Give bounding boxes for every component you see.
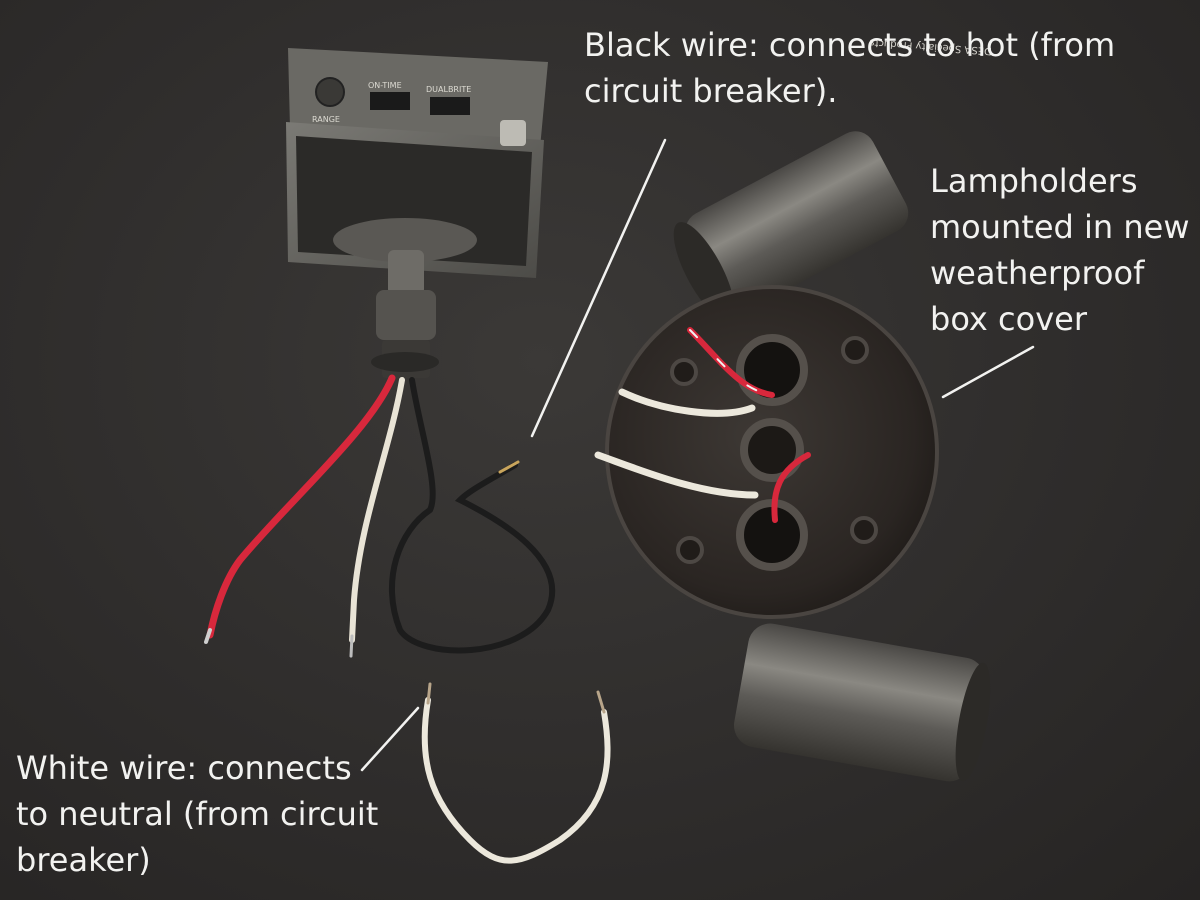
sensor-swivel: [333, 218, 477, 262]
fixture-wires: [594, 327, 811, 523]
center-plug: [740, 418, 804, 482]
red-wire-tip: [204, 628, 212, 644]
screw-tab-top-right: [841, 336, 869, 364]
fixture-red-wire-bottom: [771, 452, 811, 523]
lampholder-pointer: [941, 345, 1035, 399]
white-wire-pointer: [360, 706, 420, 772]
lower-lampholder-end: [955, 662, 991, 782]
screw-tab-bottom-left: [676, 536, 704, 564]
sensor-lens: [500, 120, 526, 146]
fixture-white-wire-bottom: [594, 451, 759, 499]
jumper-wire-body: [421, 697, 611, 864]
range-label: RANGE: [312, 115, 340, 124]
fixture-white-wire-top: [618, 388, 756, 417]
pointer-lines: [360, 138, 1035, 772]
black-wire-caption: Black wire: connects to hot (from circui…: [584, 26, 1116, 110]
screw-tab-bottom-right: [850, 516, 878, 544]
dualbrite-switch: [430, 97, 470, 115]
jumper-tip-left: [426, 682, 432, 705]
mount-nut: [376, 290, 436, 340]
jumper-tip-right: [596, 690, 606, 714]
black-wire: [389, 377, 556, 654]
lampholders-caption: Lampholders mounted in new weatherproof …: [930, 162, 1190, 338]
sensor-white-wire-tip: [349, 634, 354, 658]
black-wire-tip: [498, 460, 520, 474]
locknut: [371, 352, 439, 372]
sensor-white-wire: [349, 377, 405, 643]
sensor-top-panel: [288, 48, 548, 148]
lower-lampholder: [734, 623, 991, 782]
on-time-label: ON-TIME: [368, 81, 402, 90]
white-jumper-wire: [421, 682, 611, 864]
white-wire-caption: White wire: connects to neutral (from ci…: [16, 749, 379, 879]
lower-lampholder-barrel: [734, 623, 986, 782]
swivel-knuckle: [388, 250, 424, 295]
upper-lampholder-barrel: [685, 131, 909, 313]
black-wire-pointer: [530, 138, 667, 438]
on-time-switch: [370, 92, 410, 110]
range-dial: [315, 77, 345, 107]
weatherproof-box-cover: [605, 285, 939, 619]
fixture-red-wire-top: [687, 327, 775, 398]
dualbrite-label: DUALBRITE: [426, 85, 471, 94]
sensor-wires: [204, 374, 556, 658]
red-wire: [206, 374, 396, 639]
screw-tab-top-left: [670, 358, 698, 386]
lampholder-hole-top: [736, 334, 808, 406]
